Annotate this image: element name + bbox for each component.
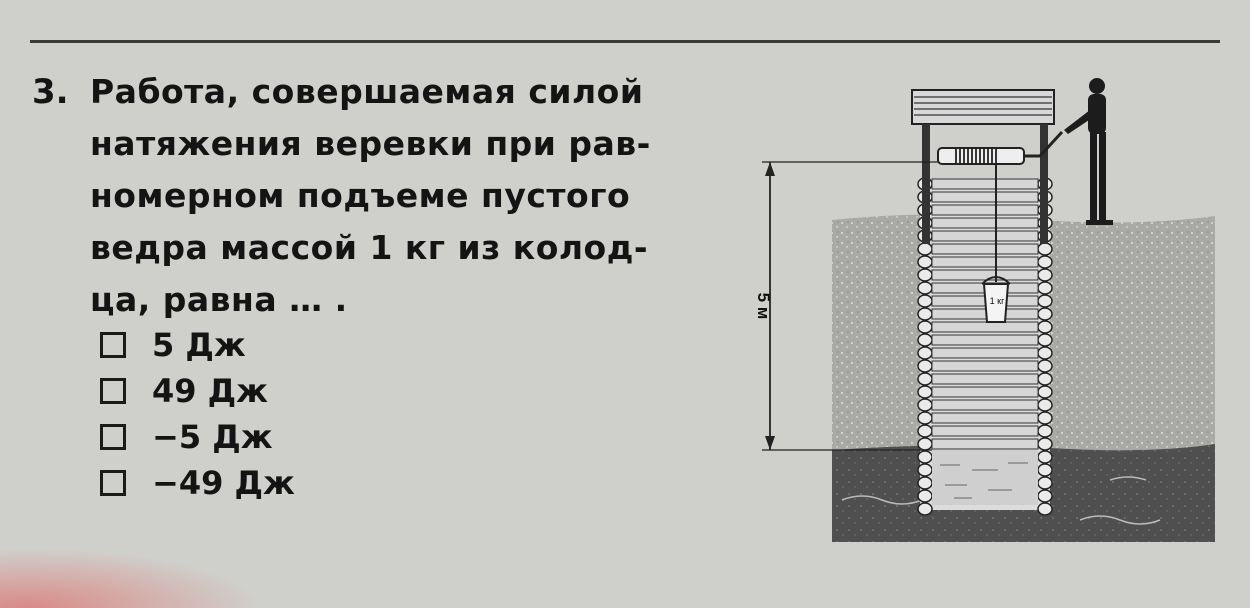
- log-end: [1037, 398, 1053, 412]
- answer-label: −5 Дж: [152, 418, 273, 456]
- log: [931, 178, 1039, 190]
- log-end: [1037, 385, 1053, 399]
- log-end: [1037, 502, 1053, 516]
- checkbox[interactable]: [100, 332, 126, 358]
- answer-option-3[interactable]: −5 Дж: [100, 414, 295, 460]
- log-end: [917, 489, 933, 503]
- log-end: [1037, 333, 1053, 347]
- top-divider: [30, 40, 1220, 43]
- log: [931, 204, 1039, 216]
- person-figure: [1064, 78, 1113, 225]
- checkbox[interactable]: [100, 424, 126, 450]
- answer-label: 49 Дж: [152, 372, 269, 410]
- checkbox[interactable]: [100, 378, 126, 404]
- log-end: [917, 424, 933, 438]
- depth-label: 5 м: [754, 293, 773, 320]
- answer-option-1[interactable]: 5 Дж: [100, 322, 295, 368]
- log-end: [917, 333, 933, 347]
- log-end: [1037, 359, 1053, 373]
- log: [931, 347, 1039, 359]
- well-post-right: [1040, 124, 1048, 244]
- log-end: [1037, 463, 1053, 477]
- log: [931, 243, 1039, 255]
- log: [931, 217, 1039, 229]
- log-end: [917, 411, 933, 425]
- answer-label: −49 Дж: [152, 464, 295, 502]
- log: [931, 360, 1039, 372]
- log-end: [1037, 489, 1053, 503]
- log-end: [917, 294, 933, 308]
- log: [931, 373, 1039, 385]
- question-line: номерном подъеме пустого: [90, 176, 631, 215]
- answer-option-4[interactable]: −49 Дж: [100, 460, 295, 506]
- well-water: [932, 450, 1038, 505]
- log: [931, 230, 1039, 242]
- log: [931, 191, 1039, 203]
- log-end: [1037, 320, 1053, 334]
- log-end: [1037, 307, 1053, 321]
- windlass-drum: [937, 147, 1025, 165]
- log-end: [1037, 437, 1053, 451]
- log-end: [917, 359, 933, 373]
- log-end: [1037, 242, 1053, 256]
- log-end: [1037, 450, 1053, 464]
- well-post-left: [922, 124, 930, 244]
- log-end: [1037, 281, 1053, 295]
- log-end: [1037, 268, 1053, 282]
- bucket: [982, 283, 1010, 323]
- log: [931, 438, 1039, 450]
- log-end: [917, 320, 933, 334]
- log: [931, 412, 1039, 424]
- log-end: [1037, 255, 1053, 269]
- question-line: ца, равна … .: [90, 280, 348, 319]
- log: [931, 334, 1039, 346]
- log-end: [1037, 346, 1053, 360]
- question-line: натяжения веревки при рав-: [90, 124, 651, 163]
- log-end: [1037, 294, 1053, 308]
- log-end: [917, 242, 933, 256]
- log-end: [917, 307, 933, 321]
- log-end: [917, 437, 933, 451]
- log: [931, 321, 1039, 333]
- log-end: [917, 268, 933, 282]
- log-end: [917, 281, 933, 295]
- question-text: Работа, совершаемая силой натяжения вере…: [90, 66, 690, 326]
- answer-label: 5 Дж: [152, 326, 246, 364]
- bucket-label: 1 кг: [990, 296, 1005, 306]
- log-end: [917, 372, 933, 386]
- log-end: [917, 476, 933, 490]
- log-end: [917, 346, 933, 360]
- log-end: [917, 255, 933, 269]
- well-illustration: 1 кг 5 м: [750, 70, 1230, 560]
- log-end: [917, 450, 933, 464]
- question-line: Работа, совершаемая силой: [90, 72, 644, 111]
- log: [931, 425, 1039, 437]
- log: [931, 308, 1039, 320]
- log-end: [917, 385, 933, 399]
- answer-option-2[interactable]: 49 Дж: [100, 368, 295, 414]
- log-end: [1037, 372, 1053, 386]
- well-roof: [911, 89, 1055, 125]
- well-logs: [917, 177, 1053, 516]
- log-end: [917, 398, 933, 412]
- checkbox[interactable]: [100, 470, 126, 496]
- log: [931, 269, 1039, 281]
- log-end: [917, 502, 933, 516]
- question-line: ведра массой 1 кг из колод-: [90, 228, 649, 267]
- log-end: [1037, 424, 1053, 438]
- photo-smudge: [0, 548, 260, 608]
- log: [931, 399, 1039, 411]
- log-end: [1037, 476, 1053, 490]
- log-end: [917, 463, 933, 477]
- answer-options: 5 Дж 49 Дж −5 Дж −49 Дж: [100, 322, 295, 506]
- log: [931, 386, 1039, 398]
- log-end: [1037, 411, 1053, 425]
- question-number: 3.: [32, 72, 69, 112]
- log: [931, 256, 1039, 268]
